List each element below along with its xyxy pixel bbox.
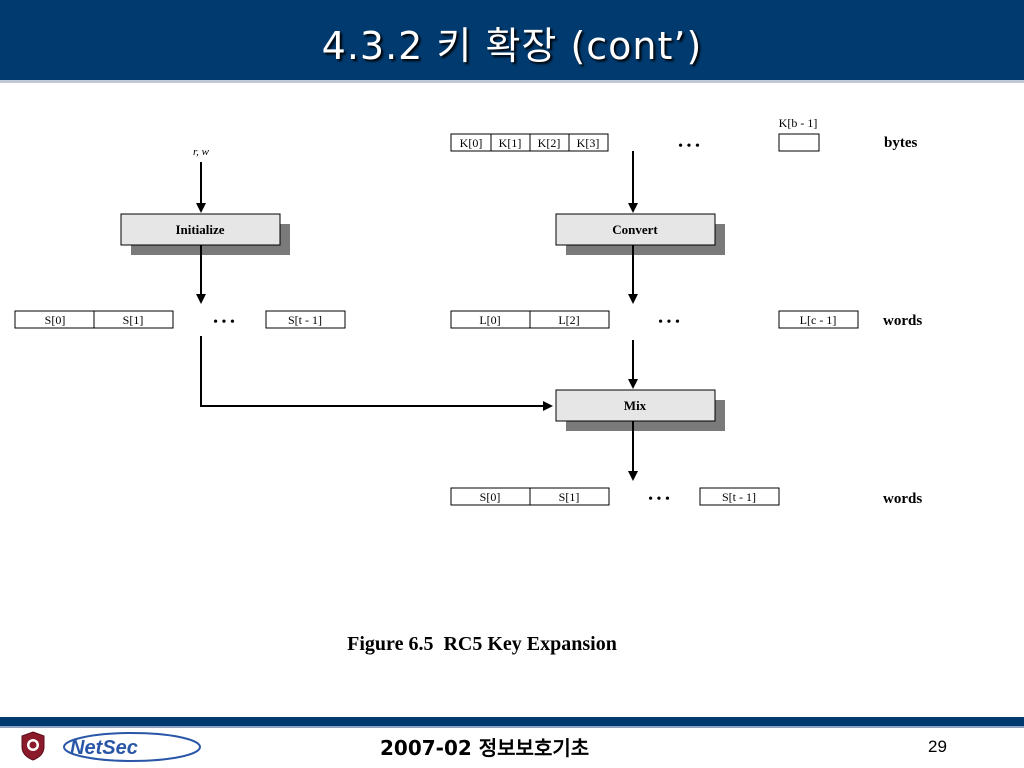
s-array-bottom: S[0] S[1] S[t - 1]: [450, 487, 780, 506]
netsec-logo: NetSec: [63, 732, 201, 762]
university-seal-icon: [21, 731, 45, 761]
s-top-ellipsis: • • •: [213, 315, 235, 330]
s-array-top: S[0] S[1] S[t - 1]: [14, 310, 346, 329]
rc5-key-expansion-diagram: K[0] K[1] K[2] K[3] • • • K[b - 1] bytes…: [14, 116, 922, 655]
l-ellipsis: • • •: [658, 315, 680, 330]
s-bottom-ellipsis: • • •: [648, 492, 670, 507]
footer-bar: [0, 717, 1024, 726]
s-top-cell-0: S[0]: [45, 313, 66, 327]
key-cell-3: K[3]: [577, 136, 600, 150]
footer-text: 2007-02 정보보호기초: [380, 736, 590, 760]
key-cell-0: K[0]: [460, 136, 483, 150]
title-bar: 4.3.2 키 확장 (cont’): [0, 0, 1024, 80]
initialize-label: Initialize: [175, 222, 224, 237]
footer-subline: [0, 726, 1024, 728]
s-bottom-last-cell: S[t - 1]: [722, 490, 756, 504]
title-underline: [0, 80, 1024, 83]
netsec-logo-text: NetSec: [70, 737, 138, 759]
key-cell-2: K[2]: [538, 136, 561, 150]
s-bottom-cell-1: S[1]: [559, 490, 580, 504]
key-last-cell: [778, 133, 820, 152]
convert-box: Convert: [555, 213, 725, 255]
convert-label: Convert: [612, 222, 658, 237]
key-last-label: K[b - 1]: [779, 116, 818, 130]
figure-caption: Figure 6.5 RC5 Key Expansion: [347, 633, 617, 655]
mix-label: Mix: [624, 398, 647, 413]
slide-title: 4.3.2 키 확장 (cont’): [321, 23, 703, 68]
s-top-last-cell: S[t - 1]: [288, 313, 322, 327]
key-ellipsis: • • •: [678, 139, 700, 154]
arrow-s-to-mix: [200, 336, 553, 411]
page-number: 29: [928, 737, 947, 756]
l-cell-1: L[2]: [558, 313, 579, 327]
initialize-box: Initialize: [120, 213, 290, 255]
l-array: L[0] L[2] L[c - 1]: [450, 310, 859, 329]
words-label-1: words: [883, 313, 922, 329]
key-byte-array: K[0] K[1] K[2] K[3]: [450, 133, 609, 152]
mix-box: Mix: [555, 389, 725, 431]
l-cell-0: L[0]: [479, 313, 500, 327]
s-top-cell-1: S[1]: [123, 313, 144, 327]
key-cell-1: K[1]: [499, 136, 522, 150]
words-label-2: words: [883, 491, 922, 507]
bytes-label: bytes: [884, 135, 917, 151]
l-last-cell: L[c - 1]: [800, 313, 837, 327]
input-label: r, w: [193, 146, 210, 158]
s-bottom-cell-0: S[0]: [480, 490, 501, 504]
